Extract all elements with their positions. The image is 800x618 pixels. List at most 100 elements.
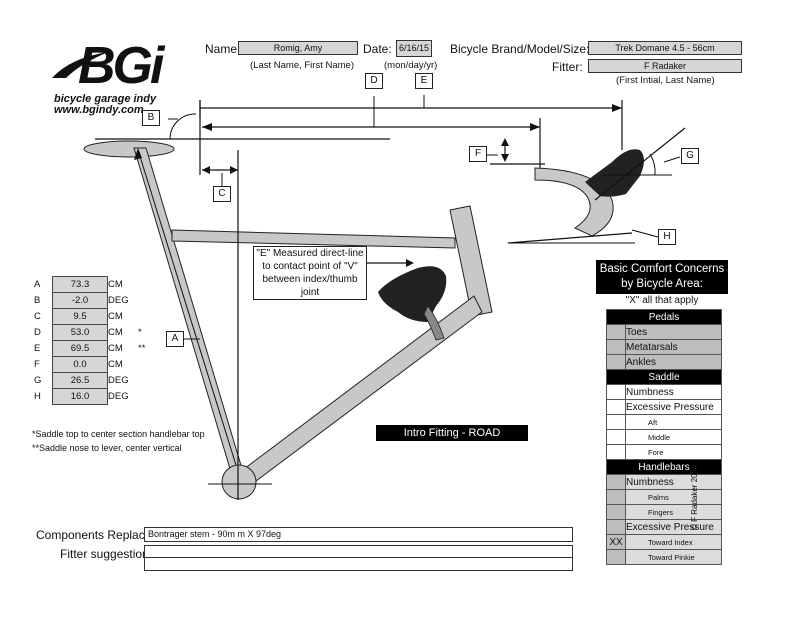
- saddle-numbness-label: Numbness: [625, 384, 722, 400]
- saddle-shape: [83, 140, 175, 158]
- toes-label: Toes: [625, 324, 722, 340]
- comfort-row: Metatarsals: [606, 339, 722, 355]
- bar-angle-line: [507, 232, 633, 244]
- fingers-label: Fingers: [625, 504, 722, 520]
- saddle-header: Saddle: [606, 369, 722, 385]
- tag-g: G: [681, 148, 699, 164]
- bike-field[interactable]: Trek Domane 4.5 - 56cm: [588, 41, 742, 55]
- hb-numbness-label: Numbness: [625, 474, 722, 490]
- comfort-header: Basic Comfort Concerns by Bicycle Area:: [596, 260, 728, 294]
- h-leader: [631, 229, 659, 238]
- name-hint: (Last Name, First Name): [250, 60, 354, 71]
- tag-f: F: [469, 146, 487, 162]
- measurement-e-callout: "E" Measured direct-line to contact poin…: [253, 246, 367, 300]
- tag-b: B: [142, 110, 160, 126]
- logo-line1: bicycle garage indy: [54, 93, 157, 105]
- fingers-checkbox[interactable]: [606, 504, 626, 520]
- bottom-bracket: [221, 464, 257, 500]
- comfort-row: Excessive Pressure: [606, 399, 722, 415]
- measurement-value[interactable]: 16.0: [52, 388, 108, 405]
- top-tube: [171, 229, 456, 249]
- e-arrow-right-icon: [612, 104, 622, 112]
- metatarsals-checkbox[interactable]: [606, 339, 626, 355]
- seat-tube-measure-line: [137, 149, 241, 479]
- measurement-value[interactable]: 9.5: [52, 308, 108, 325]
- suggestions-divider: [144, 557, 572, 558]
- seat-tube-arrow-icon: [134, 148, 142, 160]
- comfort-table: Pedals Toes Metatarsals Ankles Saddle Nu…: [606, 309, 722, 565]
- tag-e: E: [415, 73, 433, 89]
- footnote-1: *Saddle top to center section handlebar …: [32, 429, 205, 439]
- logo-swoosh-icon: [52, 52, 108, 78]
- middle-checkbox[interactable]: [606, 429, 626, 445]
- d-arrow-right-icon: [530, 123, 540, 131]
- comfort-row: Fingers: [606, 504, 722, 520]
- name-label: Name:: [205, 42, 241, 56]
- fore-label: Fore: [625, 444, 722, 460]
- measurement-value[interactable]: 26.5: [52, 372, 108, 389]
- fore-checkbox[interactable]: [606, 444, 626, 460]
- hb-pressure-checkbox[interactable]: [606, 519, 626, 535]
- comfort-subtitle: "X" all that apply: [625, 295, 699, 306]
- comfort-row: Toward Pinkie: [606, 549, 722, 565]
- comfort-row: Ankles: [606, 354, 722, 370]
- components-field[interactable]: Bontrager stem - 90m m X 97deg: [144, 527, 573, 542]
- f-arrow-up-icon: [501, 138, 509, 146]
- comfort-row: Fore: [606, 444, 722, 460]
- saddle-pressure-checkbox[interactable]: [606, 399, 626, 415]
- toward-pinkie-label: Toward Pinkie: [625, 549, 722, 565]
- hood-closeup-icon: [378, 266, 447, 322]
- measurement-value[interactable]: -2.0: [52, 292, 108, 309]
- callout-arrow-icon: [406, 259, 414, 267]
- aft-checkbox[interactable]: [606, 414, 626, 430]
- tag-a: A: [166, 331, 184, 347]
- comfort-row: Aft: [606, 414, 722, 430]
- saddle-numbness-checkbox[interactable]: [606, 384, 626, 400]
- measurement-value[interactable]: 69.5: [52, 340, 108, 357]
- ankles-checkbox[interactable]: [606, 354, 626, 370]
- date-label: Date:: [363, 42, 392, 56]
- measurement-value[interactable]: 0.0: [52, 356, 108, 373]
- footnote-2: **Saddle nose to lever, center vertical: [32, 443, 182, 453]
- logo: BGi bicycle garage indy www.bgindy.com: [50, 38, 190, 118]
- palms-checkbox[interactable]: [606, 489, 626, 505]
- measurement-value[interactable]: 53.0: [52, 324, 108, 341]
- lever-closeup-icon: [423, 305, 445, 341]
- suggestions-field[interactable]: [144, 545, 573, 571]
- c-arrow-right-icon: [230, 166, 238, 174]
- tag-d: D: [365, 73, 383, 89]
- measurement-value[interactable]: 73.3: [52, 276, 108, 293]
- comfort-row: Toes: [606, 324, 722, 340]
- date-hint: (mon/day/yr): [384, 60, 438, 71]
- hb-numbness-checkbox[interactable]: [606, 474, 626, 490]
- saddle-angle-arc: [169, 113, 197, 140]
- down-tube: [231, 295, 483, 491]
- toes-checkbox[interactable]: [606, 324, 626, 340]
- toward-pinkie-checkbox[interactable]: [606, 549, 626, 565]
- fitter-field[interactable]: F Radaker: [588, 59, 742, 73]
- ankles-label: Ankles: [625, 354, 722, 370]
- date-field[interactable]: 6/16/15: [396, 40, 432, 57]
- comfort-title-1: Basic Comfort Concerns: [599, 263, 725, 275]
- g-leader: [663, 156, 681, 163]
- c-arrow-left-icon: [202, 166, 210, 174]
- g-angle-arc: [649, 153, 656, 176]
- logo-brand: BGi: [78, 37, 164, 95]
- toward-index-label: Toward Index: [625, 534, 722, 550]
- toward-index-checkbox[interactable]: XX: [606, 534, 626, 550]
- name-field[interactable]: Romig, Amy: [238, 41, 358, 55]
- logo-line2: www.bgindy.com: [54, 104, 144, 116]
- comfort-row: Numbness: [606, 384, 722, 400]
- fitter-label: Fitter:: [552, 60, 583, 74]
- comfort-row: Palms: [606, 489, 722, 505]
- palms-label: Palms: [625, 489, 722, 505]
- fitting-type-banner: Intro Fitting - ROAD: [376, 425, 528, 441]
- aft-label: Aft: [625, 414, 722, 430]
